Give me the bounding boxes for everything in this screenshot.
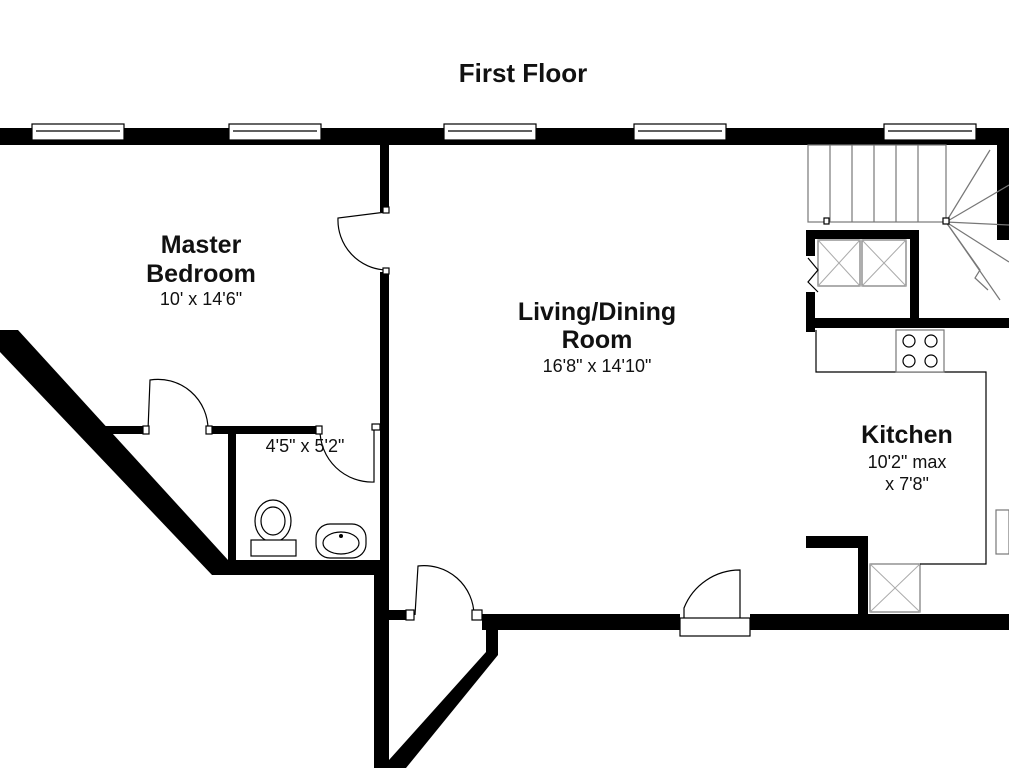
closet-door	[142, 378, 213, 435]
living-dining-dimensions: 16'8" x 14'10"	[543, 356, 652, 376]
floor-title: First Floor	[459, 58, 588, 88]
kitchen-label: Kitchen	[861, 421, 953, 449]
bath-door	[315, 423, 381, 483]
kitchen-dimensions: 10'2" max	[868, 452, 947, 472]
toilet	[250, 499, 297, 557]
interior-wall	[380, 272, 389, 572]
kitchen-cabinet	[869, 563, 921, 613]
closet-wall	[910, 230, 919, 320]
master-bedroom-label: Bedroom	[146, 260, 256, 288]
living-dining-label: Living/Dining	[518, 298, 676, 326]
bathroom-dimensions: 4'5" x 5'2"	[266, 436, 345, 456]
closet-cabinets	[817, 239, 907, 287]
entry-door	[405, 565, 483, 621]
exterior-wall-entry	[374, 560, 389, 768]
closet-bifold-door	[807, 257, 819, 293]
window	[228, 123, 322, 141]
entry-wall	[389, 610, 407, 620]
stair-wall	[806, 318, 1009, 328]
exterior-wall-diagonal	[0, 330, 228, 575]
bath-wall	[212, 426, 320, 434]
kitchen-counter	[815, 330, 987, 565]
kitchen-sink	[995, 509, 1009, 555]
exterior-wall-bottom	[212, 560, 389, 575]
bath-wall	[228, 426, 236, 566]
closet-wall	[96, 426, 144, 434]
sink	[315, 523, 367, 559]
living-room-door	[679, 569, 751, 637]
closet-wall	[806, 292, 815, 332]
window	[883, 123, 977, 141]
exterior-wall-bottom	[482, 614, 680, 630]
window	[633, 123, 727, 141]
closet-wall	[806, 230, 815, 256]
staircase	[807, 144, 1009, 301]
master-bedroom-label: Master	[161, 231, 242, 259]
stove	[895, 329, 945, 373]
kitchen-wall	[858, 536, 868, 620]
window	[443, 123, 537, 141]
exterior-wall-entry-diagonal	[389, 630, 498, 768]
master-bedroom-dimensions: 10' x 14'6"	[160, 289, 242, 309]
stair-gap	[997, 140, 1009, 240]
kitchen-dimensions: x 7'8"	[885, 474, 929, 494]
living-dining-label: Room	[562, 326, 633, 354]
window	[31, 123, 125, 141]
exterior-wall-bottom	[750, 614, 1009, 630]
bedroom-door	[337, 206, 390, 275]
interior-wall	[380, 145, 389, 212]
windows-top	[31, 123, 977, 141]
closet-wall	[806, 230, 918, 239]
kitchen-wall	[806, 536, 866, 548]
